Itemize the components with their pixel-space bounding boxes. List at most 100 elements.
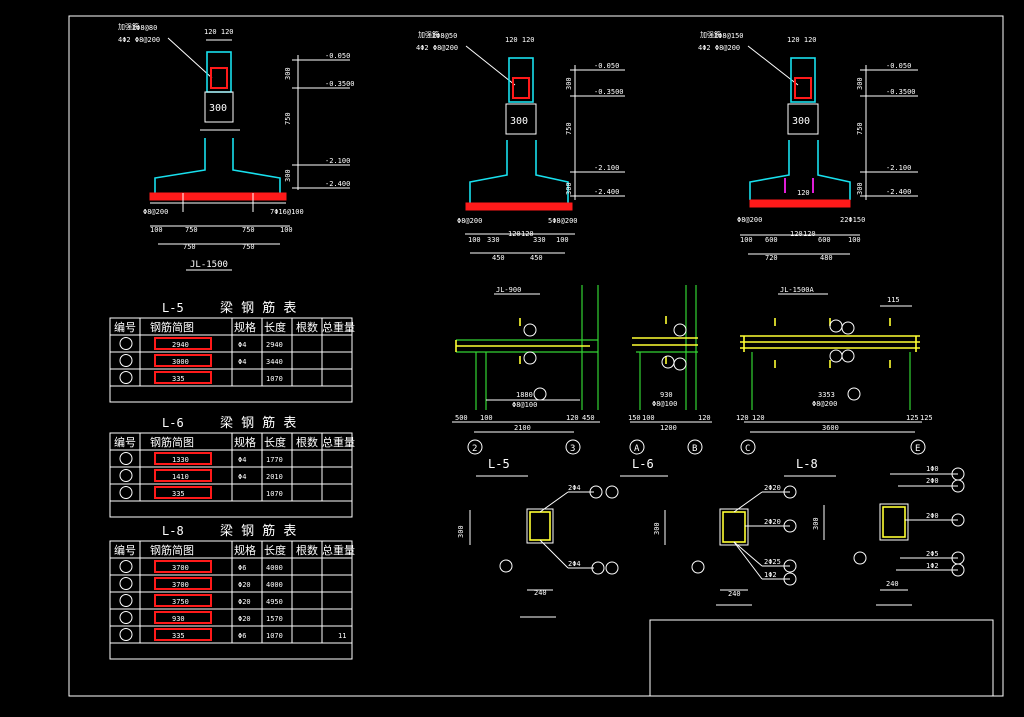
callout-bubble (523, 323, 537, 337)
dim: 720 (765, 254, 778, 262)
bar-tag: 加强筋 (700, 30, 721, 39)
dim: 300 (856, 182, 864, 195)
callout-bubble (661, 355, 675, 369)
spec: Φ20 (238, 615, 251, 623)
beam-ref: JL-900 (496, 286, 521, 294)
bottom-bar-right: 5Φ8@200 (548, 217, 578, 225)
elevation: -2.100 (594, 164, 619, 172)
callout-bubble (691, 560, 705, 574)
elevation: -0.3500 (325, 80, 355, 88)
column-width: 300 (792, 116, 810, 127)
rebar-shape (154, 354, 212, 367)
bar-note2: 4Φ2 Φ8@200 (416, 44, 458, 52)
table-header: 根数 (296, 543, 318, 557)
dim: 750 (242, 243, 255, 251)
elevation: -0.050 (594, 62, 619, 70)
bottom-bar-left: Φ8@200 (737, 216, 762, 224)
spec: Φ6 (238, 632, 246, 640)
length: 4950 (266, 598, 283, 606)
footing-section-jl1500a: 加强筋 2Φ8@150 4Φ2 Φ8@200 120 120 300 120 Φ… (698, 30, 918, 262)
elevation: -0.3500 (594, 88, 624, 96)
inner-span: 1880 (516, 391, 533, 399)
beam-elevation-l5: JL-900 1880 Φ8@100 500 100 120 450 2100 … (452, 285, 600, 477)
shape-length: 335 (172, 375, 185, 383)
dim: 120 (803, 230, 816, 238)
bottom-bars: 2Φ4 (568, 560, 581, 568)
column-width: 300 (510, 116, 528, 127)
beam-elevation-l8: JL-1500A 115 3353 Φ8@200 120 120 125 125… (736, 286, 933, 477)
section-width: 240 (534, 589, 547, 597)
bar-note: 2Φ8@50 (432, 32, 457, 40)
table-header: 编号 (114, 435, 136, 449)
dim: 750 (284, 112, 292, 125)
bottom-bars: 2Φ25 (764, 558, 781, 566)
stirrup: Φ8@100 (512, 401, 537, 409)
length: 1770 (266, 456, 283, 464)
dim: 450 (582, 414, 595, 422)
elevation: -2.400 (325, 180, 350, 188)
span: 3600 (822, 424, 839, 432)
axis-label: C (745, 444, 750, 454)
mid-bars: 2Φ20 (764, 518, 781, 526)
shape-length: 3000 (172, 358, 189, 366)
rebar-shape (154, 337, 212, 350)
table-title-suffix: 梁 钢 筋 表 (220, 415, 298, 431)
table-header: 根数 (296, 320, 318, 334)
footing-section-jl1500: 加强筋 2Φ8@80 4Φ2 Φ8@200 120 120 300 Φ8@200… (118, 22, 355, 271)
top-bars: 2Φ20 (764, 484, 781, 492)
dim: 300 (565, 182, 573, 195)
shape-length: 3700 (172, 564, 189, 572)
section-height: 300 (812, 517, 820, 530)
rebar-shape (154, 452, 212, 465)
dim: 120 (521, 230, 534, 238)
stirrup: Φ8@200 (812, 400, 837, 408)
dim: 450 (492, 254, 505, 262)
bottom-bars-2: 1Φ2 (764, 571, 777, 579)
row-marker (119, 577, 133, 590)
dim: 300 (284, 67, 292, 80)
dim: 120 (752, 414, 765, 422)
length: 1070 (266, 490, 283, 498)
top-bars: 2Φ4 (568, 484, 581, 492)
rebar-shape (154, 371, 212, 384)
shape-length: 1330 (172, 456, 189, 464)
dim: 100 (642, 414, 655, 422)
length: 1570 (266, 615, 283, 623)
spec: Φ20 (238, 598, 251, 606)
callout-bubble (499, 559, 513, 573)
dim: 450 (530, 254, 543, 262)
section-height: 300 (653, 522, 661, 535)
bottom-bar-left: Φ8@200 (457, 217, 482, 225)
rebar-shape (154, 611, 212, 624)
inner-span: 930 (660, 391, 673, 399)
rebar-shape (154, 628, 212, 641)
inner-span: 3353 (818, 391, 835, 399)
beam-ref: JL-1500A (780, 286, 815, 294)
dim: 120 (508, 230, 521, 238)
length: 2010 (266, 473, 283, 481)
bar-note2: 4Φ2 Φ8@200 (118, 36, 160, 44)
shape-length: 3750 (172, 598, 189, 606)
dim: 125 (920, 414, 933, 422)
callout-bubble (841, 321, 855, 335)
bars: 2Φ0 (926, 477, 939, 485)
dim: 300 (284, 169, 292, 182)
spec: Φ4 (238, 456, 246, 464)
cross-section-c: 300 240 1Φ0 2Φ0 2Φ0 2Φ5 1Φ2 (812, 465, 958, 606)
row-marker (119, 628, 133, 641)
length: 2940 (266, 341, 283, 349)
spec: Φ20 (238, 581, 251, 589)
rebar-callouts (499, 319, 965, 586)
dim: 120 (736, 414, 749, 422)
bar-note2: 4Φ2 Φ8@200 (698, 44, 740, 52)
length: 3440 (266, 358, 283, 366)
spec: Φ6 (238, 564, 246, 572)
row-marker (119, 560, 133, 573)
spec: Φ4 (238, 473, 246, 481)
dim: 100 (468, 236, 481, 244)
column-width: 300 (209, 103, 227, 114)
dim: 100 (556, 236, 569, 244)
section-width: 240 (886, 580, 899, 588)
